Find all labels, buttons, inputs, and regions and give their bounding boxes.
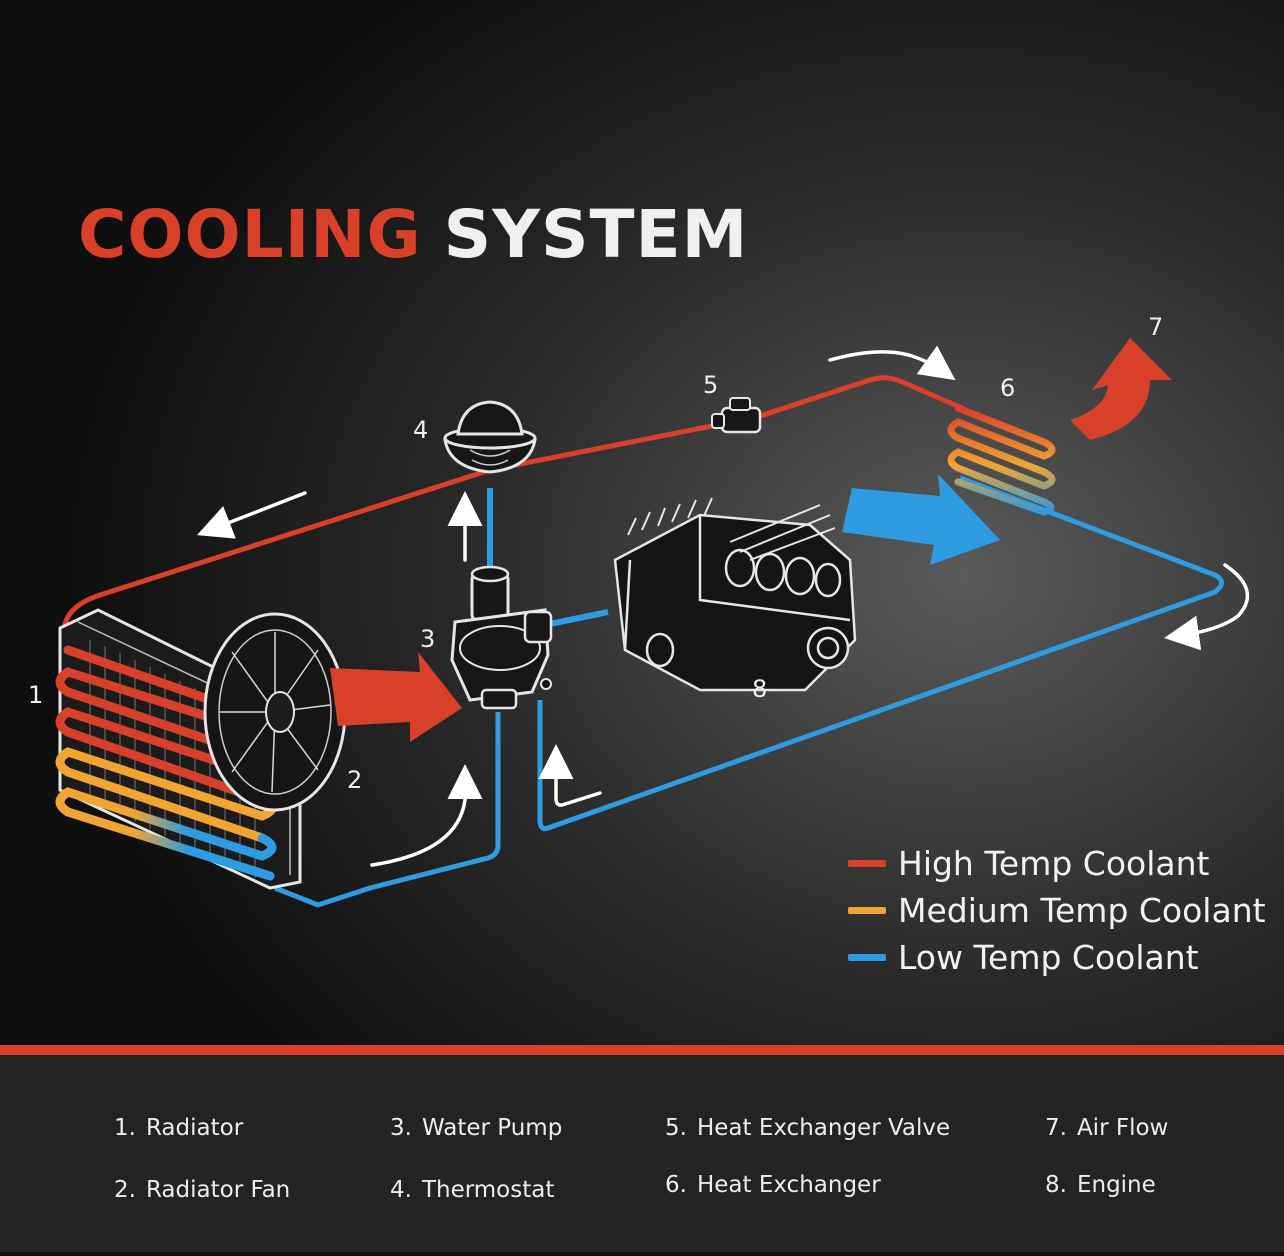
heat-exchanger — [947, 404, 1056, 516]
flow-arrow-to-heat-exchanger — [828, 345, 956, 381]
legend-item-high: High Temp Coolant — [848, 840, 1266, 887]
thermostat — [443, 400, 537, 474]
heat-exchanger-valve — [711, 397, 762, 434]
callout-7: 7 — [1148, 313, 1163, 341]
flow-arrow-up-return — [538, 744, 602, 807]
callout-3: 3 — [420, 625, 435, 653]
flow-arrow-return-right — [1164, 563, 1250, 651]
water-pump — [450, 565, 553, 710]
key-number: 8. — [1045, 1172, 1067, 1198]
title-word-cooling: COOLING — [78, 196, 422, 273]
key-item-engine: 8. Engine — [1045, 1172, 1156, 1198]
legend-label-low: Low Temp Coolant — [898, 938, 1199, 977]
key-item-thermostat: 4. Thermostat — [390, 1177, 554, 1203]
pipe-low-pump-to-engine — [544, 609, 609, 628]
legend-swatch-medium — [848, 907, 886, 914]
key-number: 1. — [114, 1115, 136, 1141]
key-item-radiator-fan: 2. Radiator Fan — [114, 1177, 290, 1203]
pipe-high-to-heat-exchanger — [489, 375, 963, 473]
key-label: Engine — [1076, 1172, 1156, 1198]
airflow-arrow-heat-exchanger — [842, 474, 1000, 565]
legend: High Temp Coolant Medium Temp Coolant Lo… — [848, 840, 1266, 981]
legend-label-high: High Temp Coolant — [898, 844, 1210, 883]
key-number: 7. — [1045, 1115, 1067, 1141]
key-item-heat-exchanger: 6. Heat Exchanger — [665, 1172, 881, 1198]
key-item-water-pump: 3. Water Pump — [390, 1115, 562, 1141]
legend-item-low: Low Temp Coolant — [848, 934, 1266, 981]
pipe-low-radiator-to-pump — [274, 712, 501, 908]
airflow-arrow-radiator — [330, 652, 462, 742]
page-title: COOLING SYSTEM — [78, 196, 748, 273]
pipe-low-return-loop — [537, 475, 1224, 832]
key-label: Thermostat — [421, 1177, 555, 1203]
component-key: 1. Radiator 2. Radiator Fan 3. Water Pump 4… — [0, 1055, 1284, 1252]
key-number: 4. — [390, 1177, 412, 1203]
key-label: Radiator Fan — [145, 1177, 291, 1203]
key-label: Water Pump — [421, 1115, 563, 1141]
flow-arrow-up-pump — [370, 764, 483, 867]
callout-1: 1 — [28, 681, 43, 709]
key-label: Heat Exchanger Valve — [696, 1115, 951, 1141]
legend-item-medium: Medium Temp Coolant — [848, 887, 1266, 934]
key-number: 5. — [665, 1115, 687, 1141]
callout-5: 5 — [703, 371, 718, 399]
key-number: 3. — [390, 1115, 412, 1141]
airflow-arrow-out — [1070, 338, 1172, 440]
key-item-air-flow: 7. Air Flow — [1045, 1115, 1168, 1141]
engine — [613, 497, 857, 692]
legend-swatch-high — [848, 860, 886, 867]
radiator-fan — [203, 612, 347, 812]
flow-arrow-left — [196, 491, 307, 539]
key-number: 2. — [114, 1177, 136, 1203]
callout-4: 4 — [413, 416, 428, 444]
callout-8: 8 — [752, 675, 767, 703]
key-item-radiator: 1. Radiator — [114, 1115, 243, 1141]
key-item-heat-exchanger-valve: 5. Heat Exchanger Valve — [665, 1115, 950, 1141]
key-label: Air Flow — [1076, 1115, 1169, 1141]
legend-swatch-low — [848, 954, 886, 961]
key-number: 6. — [665, 1172, 687, 1198]
flow-arrows — [196, 345, 1250, 867]
title-word-system: SYSTEM — [443, 196, 749, 273]
legend-label-medium: Medium Temp Coolant — [898, 891, 1266, 930]
callout-2: 2 — [347, 766, 362, 794]
footer-divider — [0, 1045, 1284, 1055]
key-label: Radiator — [145, 1115, 244, 1141]
key-label: Heat Exchanger — [696, 1172, 881, 1198]
callout-6: 6 — [1000, 374, 1015, 402]
